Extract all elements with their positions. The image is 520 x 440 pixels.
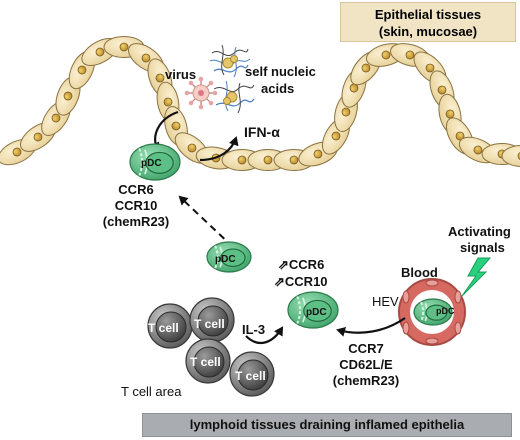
blood-receptor-ccr7: CCR7: [348, 341, 384, 356]
t-cell-area-label: T cell area: [121, 384, 182, 399]
t-cell-cluster: [147, 297, 275, 397]
hev-label: HEV: [372, 294, 399, 309]
nucleic-acid-complex-icon: [213, 80, 255, 114]
lymph-receptor-ccr10-text: CCR10: [284, 274, 328, 289]
epithelium: [0, 36, 520, 171]
epithelial-receptor-ccr6: CCR6: [118, 182, 154, 197]
il3-arrow: [245, 326, 284, 345]
self-nucleic-acids-label-2: acids: [261, 81, 295, 96]
pdc-label-blood: pDC: [436, 306, 455, 316]
t-cell: [185, 338, 231, 384]
virus-icon: [184, 76, 218, 110]
activating-signals-label-1: Activating: [448, 224, 511, 239]
epithelial-receptor-ccr10: CCR10: [114, 198, 158, 213]
self-nucleic-acids-label-1: self nucleic: [245, 64, 316, 79]
pdc-cell-lymph-node: [287, 291, 339, 329]
blood-label: Blood: [401, 265, 438, 280]
t-cell-label-1: T cell: [148, 321, 179, 335]
t-cell: [229, 351, 275, 397]
migration-dashed-arrow: [178, 195, 234, 248]
pdc-label-lymph-node: pDC: [306, 307, 327, 318]
il3-label: IL-3: [242, 322, 266, 337]
up-arrow-icon: ⇗: [278, 257, 289, 272]
nucleic-acid-complex-icon: [209, 44, 251, 78]
epithelial-receptor-chemr23: (chemR23): [102, 214, 170, 229]
up-arrow-icon: ⇗: [274, 274, 285, 289]
t-cell-label-3: T cell: [190, 355, 221, 369]
t-cell: [189, 297, 235, 343]
blood-receptor-cd62l: CD62L/E: [339, 357, 393, 372]
ifn-alpha-label: IFN-α: [244, 124, 280, 140]
lymph-receptor-ccr6: ⇗CCR6: [278, 257, 324, 273]
pdc-label-epithelial: pDC: [141, 158, 162, 169]
pdc-cell-epithelial: [129, 143, 181, 181]
blood-receptor-chemr23: (chemR23): [332, 373, 400, 388]
epithelial-tissues-title: Epithelial tissues: [374, 7, 482, 22]
t-cell-label-2: T cell: [194, 317, 225, 331]
pdc-label-migrating: pDC: [215, 254, 236, 265]
extravasation-arrow: [336, 317, 406, 337]
activating-signals-label-2: signals: [460, 240, 505, 255]
ifn-arrow: [199, 136, 239, 162]
activating-signals-icon: [461, 257, 492, 297]
virus-label: virus: [165, 67, 197, 82]
t-cell-label-4: T cell: [235, 369, 266, 383]
t-cell: [147, 303, 193, 349]
epithelial-tissues-subtitle: (skin, mucosae): [378, 24, 478, 39]
lymph-receptor-ccr6-text: CCR6: [288, 257, 325, 272]
pdc-cell-migrating: [206, 241, 252, 273]
lymph-receptor-ccr10: ⇗CCR10: [274, 274, 328, 290]
epithelial-tissues-box: Epithelial tissues (skin, mucosae): [340, 2, 516, 42]
pdc-cell-blood: [413, 298, 453, 326]
lymphoid-tissues-box: lymphoid tissues draining inflamed epith…: [142, 413, 512, 437]
